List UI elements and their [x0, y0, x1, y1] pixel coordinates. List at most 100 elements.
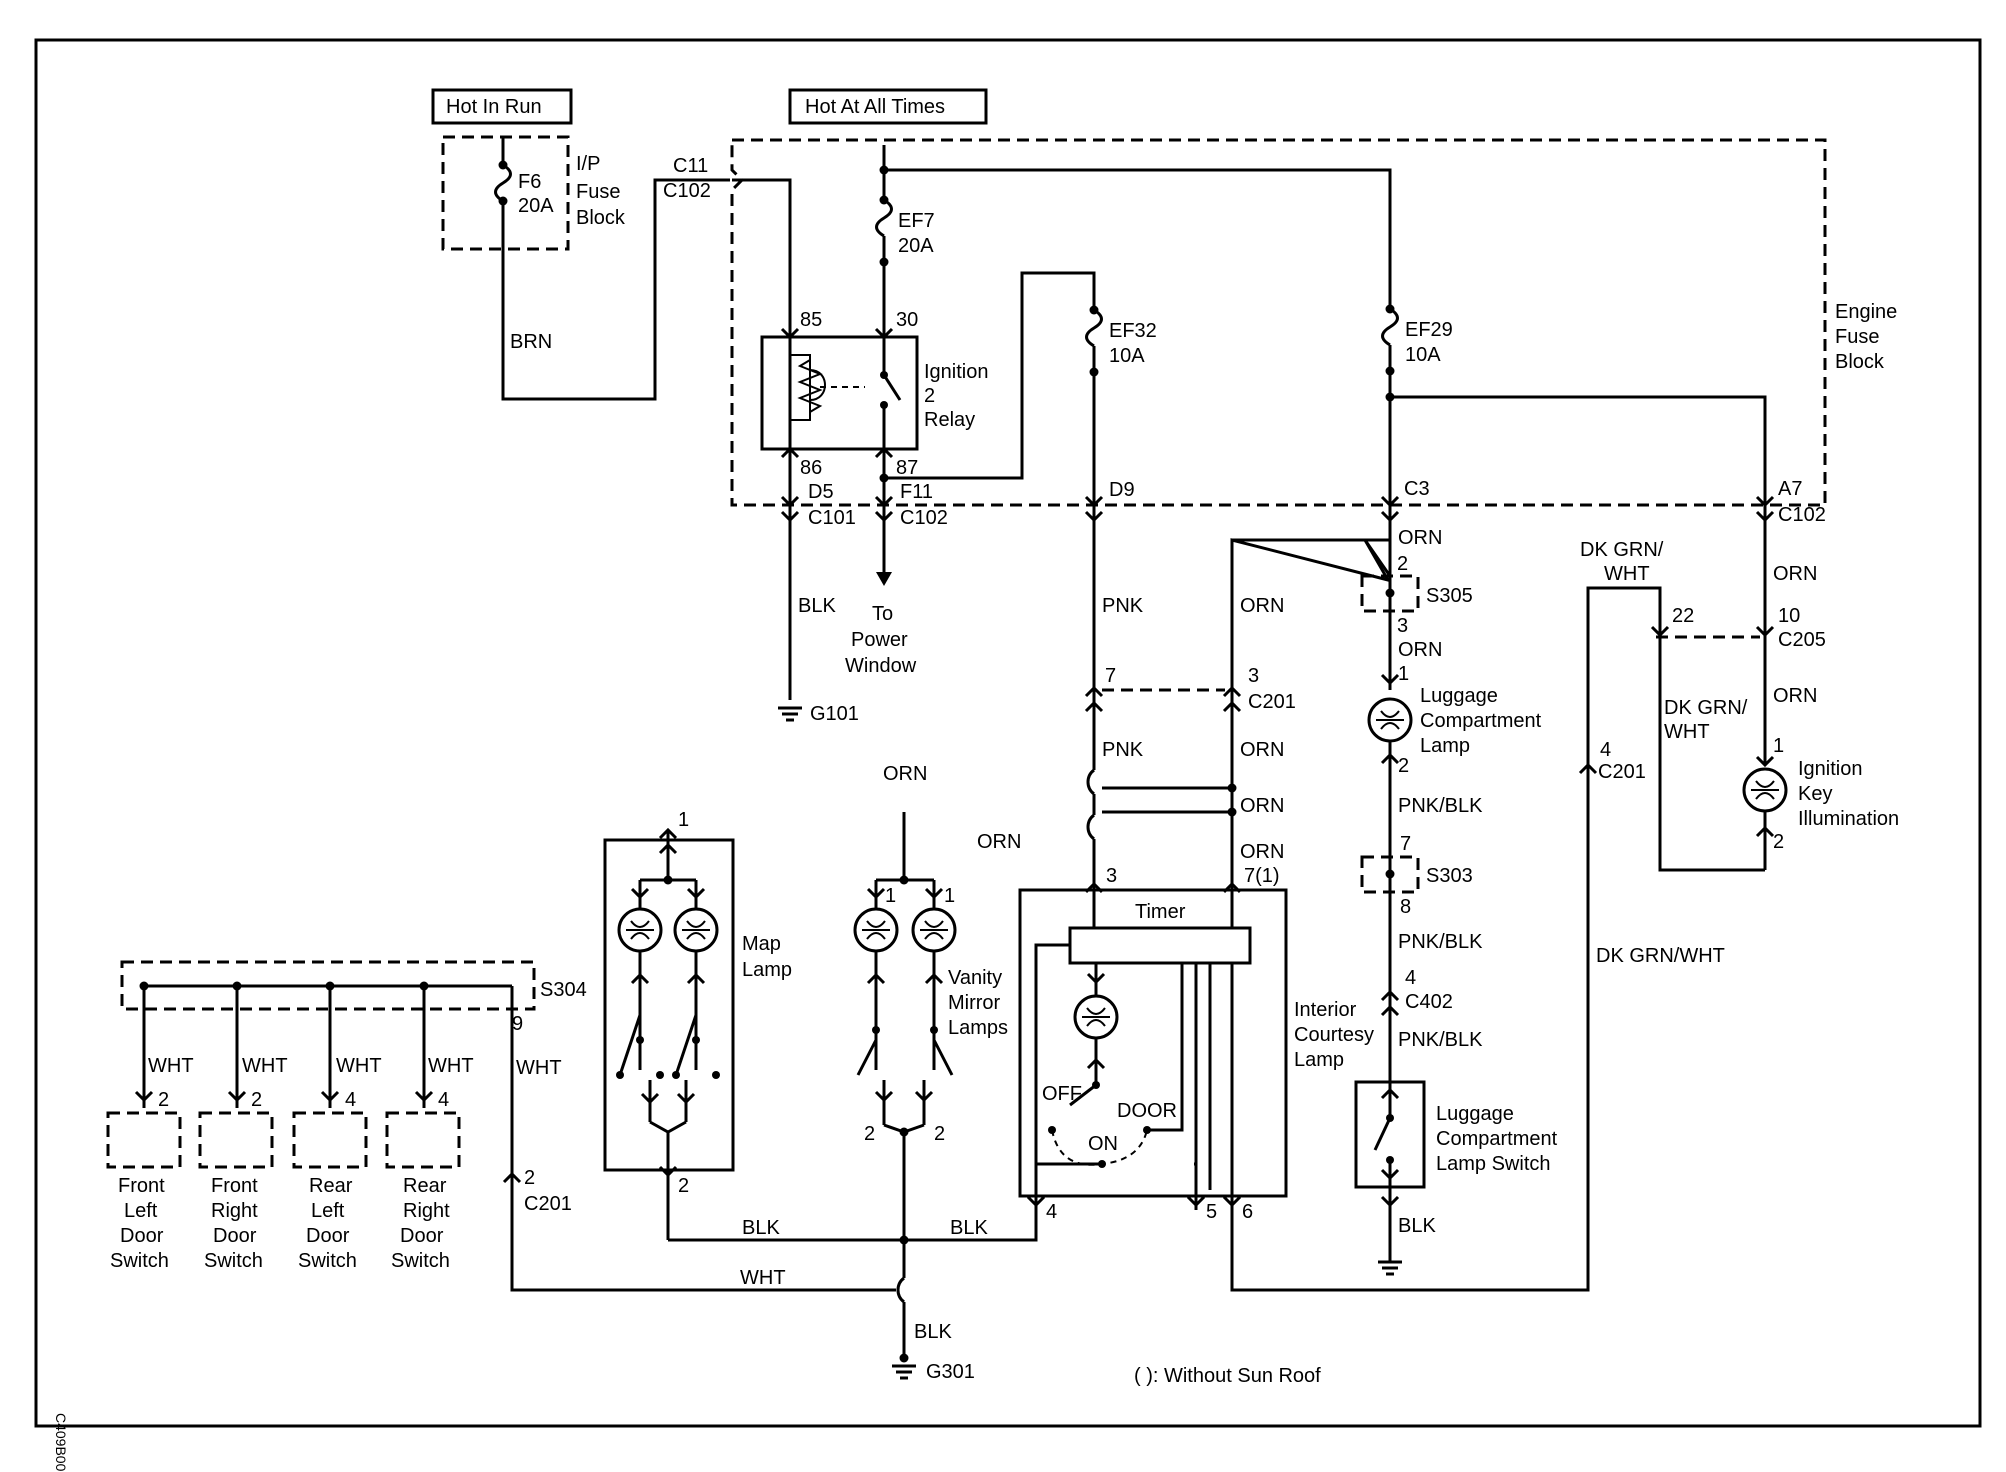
- front-left-1: Front: [118, 1175, 165, 1197]
- splice-s305-pin-2: 2: [1397, 553, 1408, 575]
- luggage-lamp-pin-1: 1: [1398, 663, 1409, 685]
- interior-label-1: Interior: [1294, 999, 1357, 1021]
- wire-orn-luggage-2: ORN: [1398, 639, 1442, 661]
- interior-courtesy-lamp: Timer OFF ON DOOR 4 5 6 Interior Courtes…: [1018, 888, 1374, 1223]
- wire-brn: [501, 178, 730, 401]
- splice-s303-pin-8: 8: [1400, 896, 1411, 918]
- ground-g301-label: G301: [926, 1361, 975, 1383]
- fuse-ef29-rating: 10A: [1405, 344, 1441, 366]
- luggage-lamp-1: Luggage: [1420, 685, 1498, 707]
- ip-fuse-label-1: I/P: [576, 153, 600, 175]
- power-window-3: Window: [845, 655, 917, 677]
- wire-dk-grn-top-1: DK GRN/: [1580, 539, 1664, 561]
- conn-c201-upper-label: C201: [1248, 691, 1296, 713]
- wire-pnk-blk-1: PNK/BLK: [1398, 795, 1483, 817]
- wire-orn-c201-4: ORN: [1240, 841, 1284, 863]
- wire-brn-label: BRN: [510, 331, 552, 353]
- conn-c102-87: C102: [900, 507, 948, 529]
- wire-pnk-upper: PNK: [1102, 595, 1144, 617]
- luggage-lamp-2: Compartment: [1420, 710, 1542, 732]
- wire-blk-map: BLK: [742, 1217, 780, 1239]
- ip-fuse-label-3: Block: [576, 207, 626, 229]
- conn-c102-top-label: C102: [663, 180, 711, 202]
- hot-at-all-times-label: Hot At All Times: [805, 96, 945, 118]
- vanity-pin-1-right: 1: [944, 885, 955, 907]
- vanity-bulb-left: [853, 907, 899, 953]
- map-lamp-label-1: Map: [742, 933, 781, 955]
- conn-c102-a7: C102: [1778, 504, 1826, 526]
- front-right-1: Front: [211, 1175, 258, 1197]
- vanity-label-1: Vanity: [948, 967, 1002, 989]
- front-left-wht: WHT: [148, 1055, 194, 1077]
- interior-pin-4: 4: [1046, 1201, 1057, 1223]
- conn-c11-label: C11: [673, 155, 708, 177]
- front-right-2: Right: [211, 1200, 258, 1222]
- wire-orn-c201-lower: ORN: [1240, 739, 1284, 761]
- wire-ef29-to-a7: [1390, 395, 1767, 505]
- relay-label-1: Ignition: [924, 361, 989, 383]
- wire-orn-c201-upper: ORN: [1240, 595, 1284, 617]
- wire-wht-splice: WHT: [516, 1057, 562, 1079]
- ip-fuse-block: F6 20A I/P Fuse Block: [441, 135, 626, 251]
- wire-orn-map-label: ORN: [883, 763, 927, 785]
- splice-s305-label: S305: [1426, 585, 1473, 607]
- front-right-4: Switch: [204, 1250, 263, 1272]
- wire-blk-g101: BLK: [798, 595, 836, 617]
- fuse-ef7-rating: 20A: [898, 235, 934, 257]
- switch-on: ON: [1088, 1133, 1118, 1155]
- rear-left-2: Left: [311, 1200, 345, 1222]
- pin-interior-7-1: 7(1): [1244, 865, 1280, 887]
- interior-pin-6: 6: [1242, 1201, 1253, 1223]
- ground-g301: [890, 1364, 918, 1380]
- splice-s304-label: S304: [540, 979, 587, 1001]
- engine-fuse-label-3: Block: [1835, 351, 1885, 373]
- fuse-ef7: [875, 198, 893, 238]
- relay-pin-86: 86: [800, 457, 822, 479]
- wire-relay-85-feed: [732, 178, 792, 337]
- vanity-mirror-lamps: 1 1 2 2 Vanity Mirror Lamps: [853, 812, 1008, 1145]
- map-lamp-bulb-left: [617, 907, 663, 953]
- wire-pnk-blk-2: PNK/BLK: [1398, 931, 1483, 953]
- relay-pin-87: 87: [896, 457, 918, 479]
- wire-orn-vanity-label: ORN: [977, 831, 1021, 853]
- luggage-switch-3: Lamp Switch: [1436, 1153, 1551, 1175]
- hot-in-run-header: Hot In Run: [431, 88, 573, 125]
- ignition-key-1: Ignition: [1798, 758, 1863, 780]
- wire-orn-key-1: ORN: [1773, 563, 1817, 585]
- door-switch-rear-left: WHT 4 Rear Left Door Switch: [292, 986, 382, 1272]
- rear-left-1: Rear: [309, 1175, 353, 1197]
- conn-f11: F11: [900, 481, 933, 503]
- rear-right-3: Door: [400, 1225, 444, 1247]
- rear-left-wht: WHT: [336, 1055, 382, 1077]
- door-switch-front-left: WHT 2 Front Left Door Switch: [106, 986, 194, 1272]
- wire-relay-87-to-ef32: [884, 271, 1096, 480]
- conn-d9: D9: [1109, 479, 1135, 501]
- luggage-lamp-bulb: [1367, 697, 1413, 743]
- wire-blk-g301: BLK: [914, 1321, 952, 1343]
- rear-left-3: Door: [306, 1225, 350, 1247]
- power-window-1: To: [872, 603, 893, 625]
- conn-c205: C205: [1778, 629, 1826, 651]
- sun-roof-note: ( ): Without Sun Roof: [1134, 1365, 1321, 1387]
- rear-right-pin: 4: [438, 1089, 449, 1111]
- wire-orn-top: [1230, 538, 1392, 890]
- interior-bulb: [1073, 994, 1119, 1040]
- wire-dk-grn-wht-label: DK GRN/WHT: [1596, 945, 1725, 967]
- ip-fuse-label-2: Fuse: [576, 181, 620, 203]
- fuse-ef29-name: EF29: [1405, 319, 1453, 341]
- fuse-ef32-name: EF32: [1109, 320, 1157, 342]
- wire-wht-bottom: [510, 1168, 896, 1292]
- wire-pnk-lower: PNK: [1102, 739, 1144, 761]
- luggage-lamp-pin-2: 2: [1398, 755, 1409, 777]
- splice-s304: S304 9: [120, 960, 587, 1035]
- map-lamp-label-2: Lamp: [742, 959, 792, 981]
- front-right-wht: WHT: [242, 1055, 288, 1077]
- rear-left-4: Switch: [298, 1250, 357, 1272]
- luggage-switch-1: Luggage: [1436, 1103, 1514, 1125]
- vanity-label-3: Lamps: [948, 1017, 1008, 1039]
- ignition-key-3: Illumination: [1798, 808, 1899, 830]
- rear-right-wht: WHT: [428, 1055, 474, 1077]
- key-pin-2: 2: [1773, 831, 1784, 853]
- c205-pin-22: 22: [1672, 605, 1694, 627]
- front-left-pin: 2: [158, 1089, 169, 1111]
